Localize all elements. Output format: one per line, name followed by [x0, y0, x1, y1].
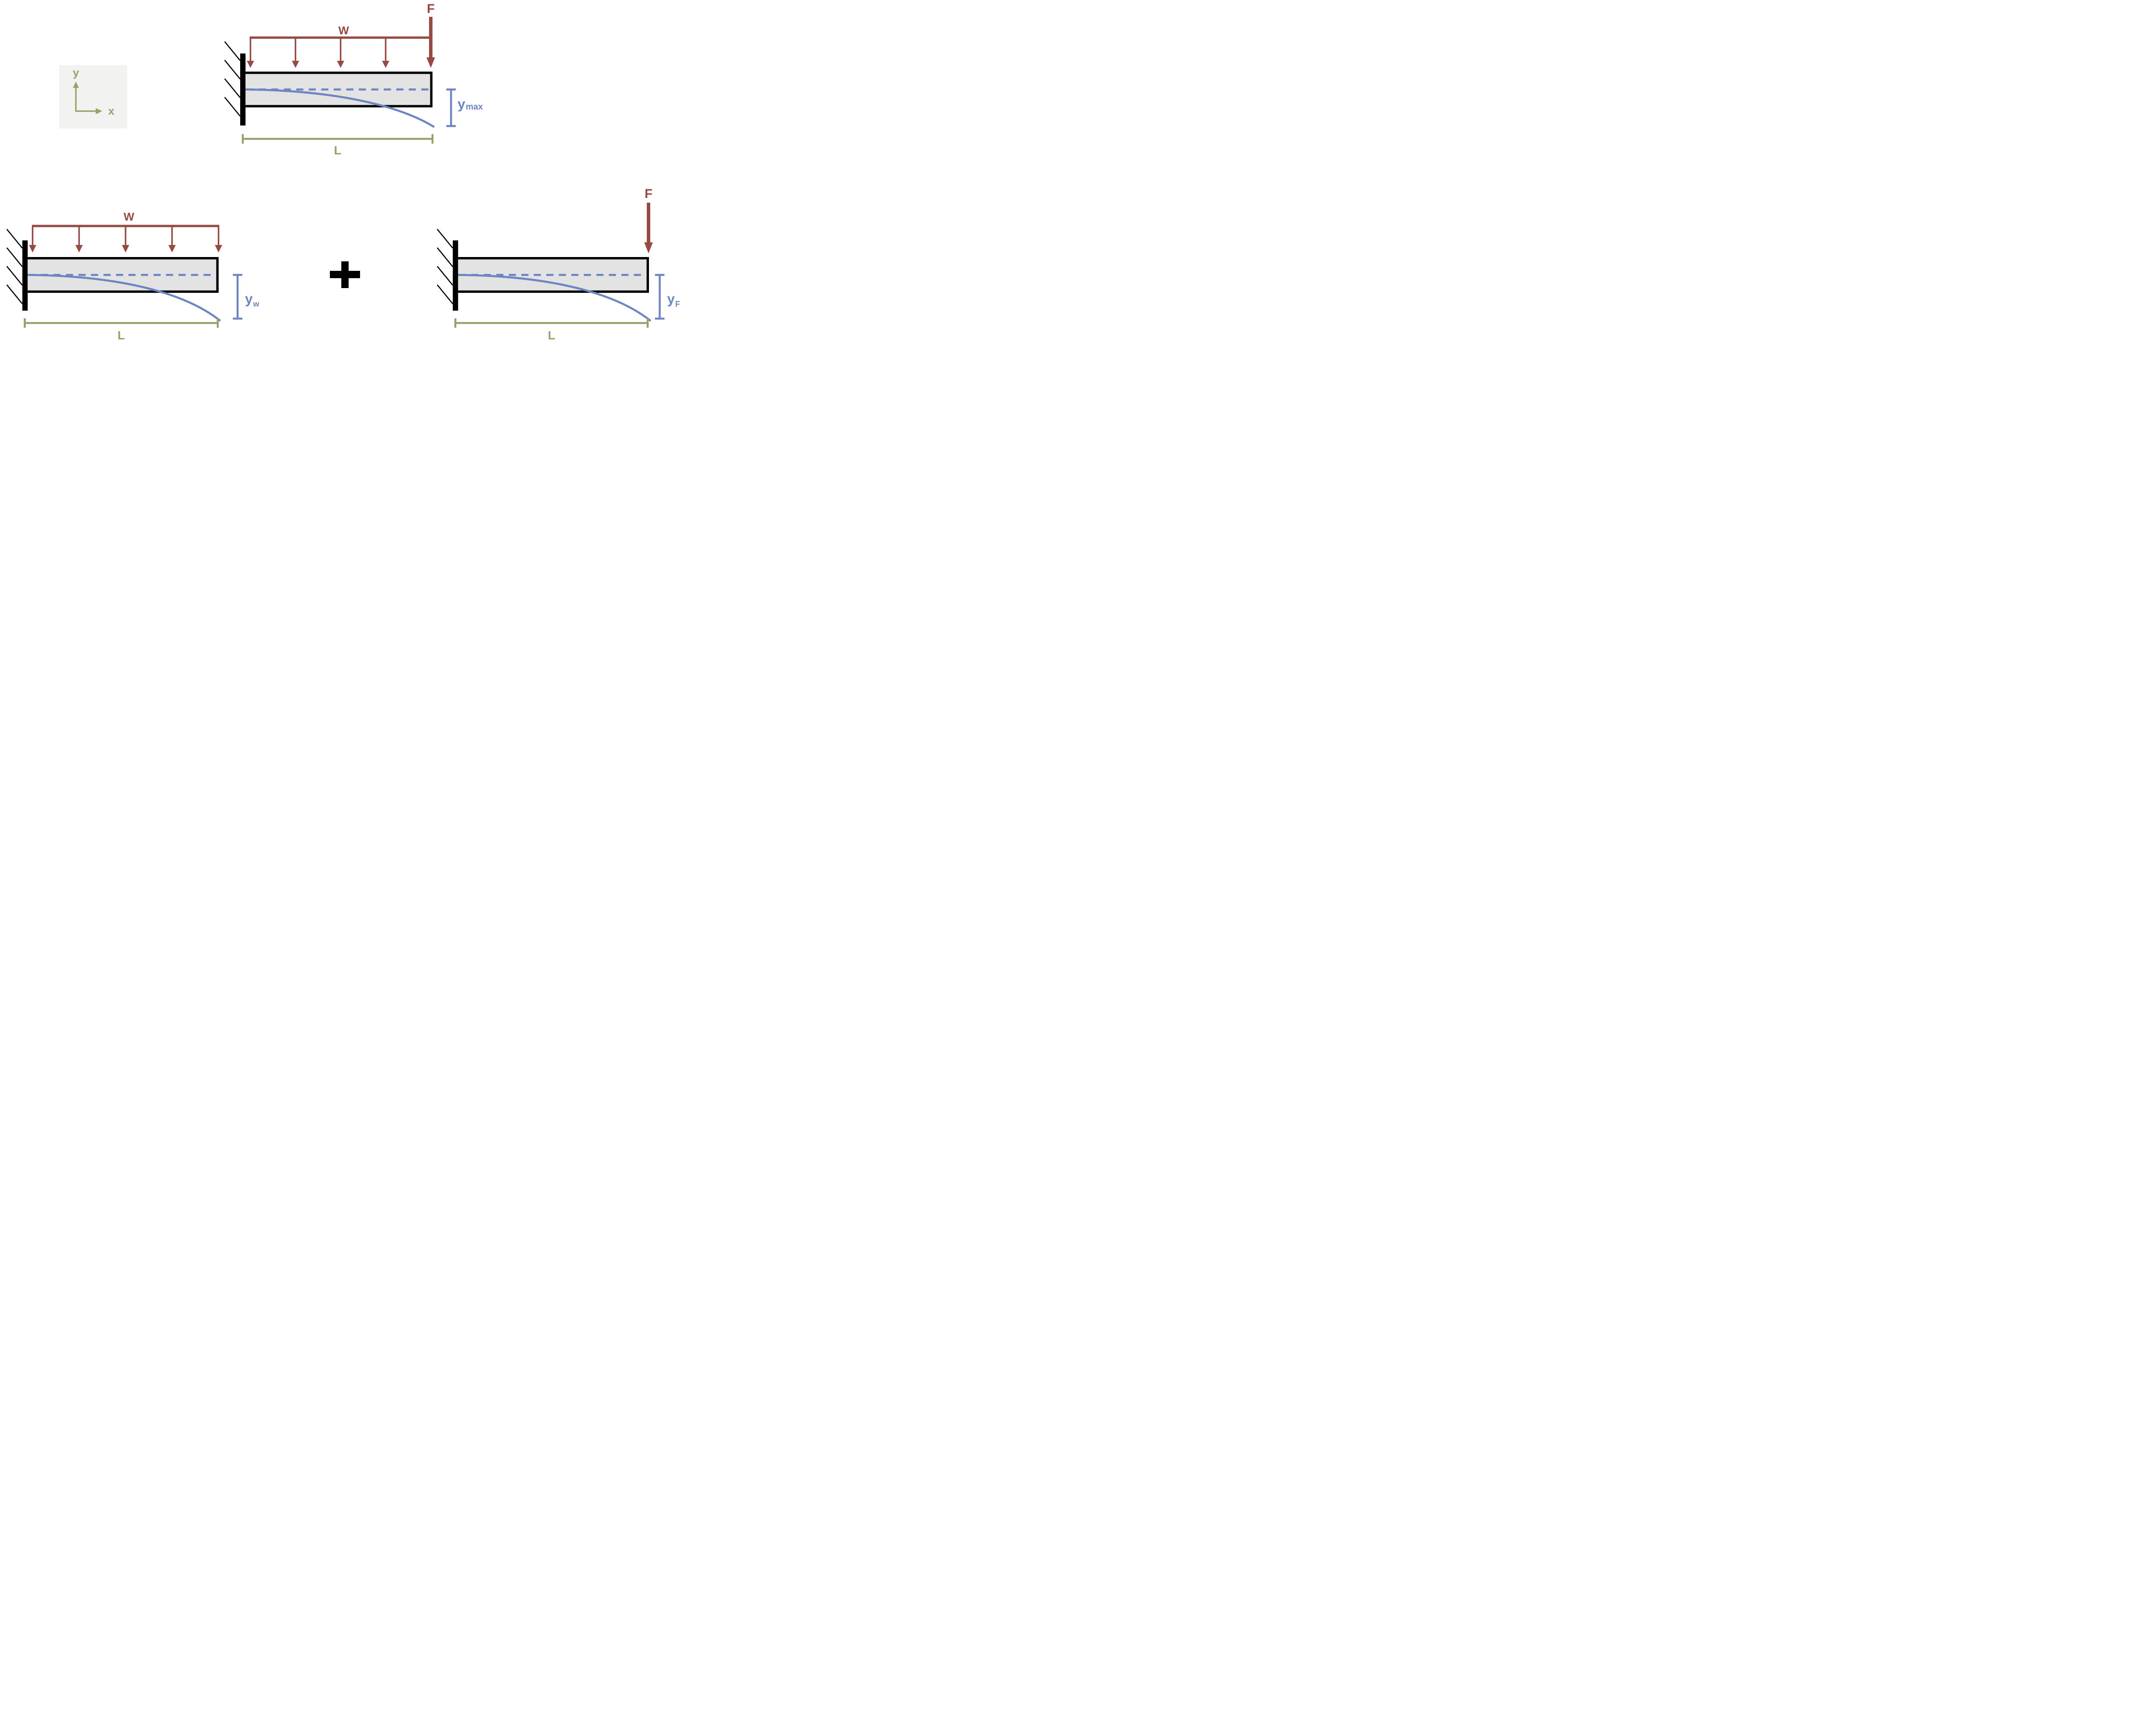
beam-bottom-edge: [28, 290, 219, 293]
plus-vertical-bar: [341, 261, 349, 288]
distributed-load-arrows: [247, 38, 389, 68]
x-axis-label: x: [108, 104, 115, 117]
length-left-tick: [241, 134, 244, 144]
beam-superposition-figure: y x W F: [0, 0, 688, 344]
tip-force-arrowhead-icon: [426, 57, 435, 68]
dimension-bottom-cap: [655, 317, 664, 320]
length-right-tick: [646, 318, 649, 328]
load-arrow-head-icon: [215, 245, 222, 253]
load-arrow-shaft: [295, 38, 297, 61]
diagram-combined-load: W F y max L: [224, 2, 483, 157]
diagram-point-only: F y F L: [436, 187, 680, 342]
tip-force-arrowhead-icon: [644, 242, 653, 254]
deflection-label-subscript: F: [675, 300, 680, 308]
deflection-label-subscript: max: [466, 102, 483, 112]
beam-right-edge: [216, 257, 219, 293]
load-arrow-shaft: [31, 226, 34, 245]
x-axis-arrowhead-icon: [96, 108, 102, 114]
load-arrow-shaft: [171, 226, 173, 245]
tip-force-shaft: [429, 17, 432, 57]
beam-right-edge: [430, 72, 432, 107]
wall-hatching-icon: [224, 41, 241, 117]
deflection-label-main: y: [245, 291, 253, 307]
load-arrow-head-icon: [382, 61, 389, 68]
deflection-dimension: y max: [446, 88, 483, 127]
deflection-label-subscript: w: [253, 300, 260, 308]
wall-hatching-icon: [6, 229, 23, 304]
load-arrow-shaft: [78, 226, 80, 245]
load-arrow-shaft: [218, 226, 219, 245]
beam-top-edge: [28, 257, 219, 260]
distributed-load-label: W: [338, 24, 349, 37]
beam-top-edge: [245, 72, 432, 74]
dimension-top-cap: [446, 88, 456, 91]
plus-sign-icon: [330, 261, 360, 288]
deflection-curve: [28, 274, 221, 322]
beam-right-edge: [646, 257, 649, 293]
length-label: L: [548, 329, 555, 342]
length-dimension: L: [241, 134, 434, 157]
fixed-wall: [240, 53, 246, 125]
dimension-top-cap: [655, 274, 664, 276]
load-arrow-head-icon: [337, 61, 345, 68]
diagram-distributed-only: W y w L: [6, 210, 260, 342]
load-arrow-head-icon: [75, 245, 83, 253]
load-arrow-head-icon: [247, 61, 254, 68]
fixed-wall: [22, 240, 28, 311]
load-arrow-head-icon: [29, 245, 37, 253]
dimension-bottom-cap: [233, 317, 242, 320]
load-arrow-shaft: [340, 38, 342, 61]
deflection-curve: [458, 274, 652, 322]
tip-force-label: F: [645, 187, 652, 201]
coordinate-axes-box: y x: [59, 65, 127, 129]
beam-bottom-edge: [458, 290, 649, 293]
y-axis-label: y: [73, 66, 79, 79]
load-arrow-head-icon: [291, 61, 299, 68]
axes-background-box: [59, 65, 127, 129]
deflection-curve: [245, 88, 435, 128]
length-left-tick: [454, 318, 457, 328]
deflection-dimension: y F: [655, 274, 680, 320]
beam-top-edge: [458, 257, 649, 260]
load-arrow-head-icon: [122, 245, 129, 253]
length-left-tick: [24, 318, 26, 328]
length-dimension: L: [454, 318, 649, 342]
tip-force-shaft: [647, 203, 650, 242]
load-arrow-shaft: [125, 226, 126, 245]
tip-force-label: F: [427, 2, 435, 16]
distributed-load-arrows: [29, 226, 222, 253]
length-right-tick: [431, 134, 434, 144]
length-dimension: L: [24, 318, 219, 342]
load-arrow-shaft: [250, 38, 251, 61]
fixed-wall: [453, 240, 458, 311]
load-arrow-shaft: [385, 38, 387, 61]
length-right-tick: [216, 318, 219, 328]
length-label: L: [117, 329, 125, 342]
dimension-top-cap: [233, 274, 242, 276]
deflection-label-main: y: [458, 96, 465, 112]
distributed-load-label: W: [124, 210, 135, 223]
y-axis-arrowhead-icon: [73, 82, 79, 88]
load-arrow-head-icon: [168, 245, 176, 253]
beam-bottom-edge: [245, 105, 432, 107]
diagram-svg: y x W F: [6, 2, 680, 342]
deflection-dimension: y w: [233, 274, 260, 320]
dimension-bottom-cap: [446, 125, 456, 127]
deflection-label-main: y: [667, 291, 675, 307]
wall-hatching-icon: [436, 229, 454, 304]
length-label: L: [334, 144, 341, 157]
